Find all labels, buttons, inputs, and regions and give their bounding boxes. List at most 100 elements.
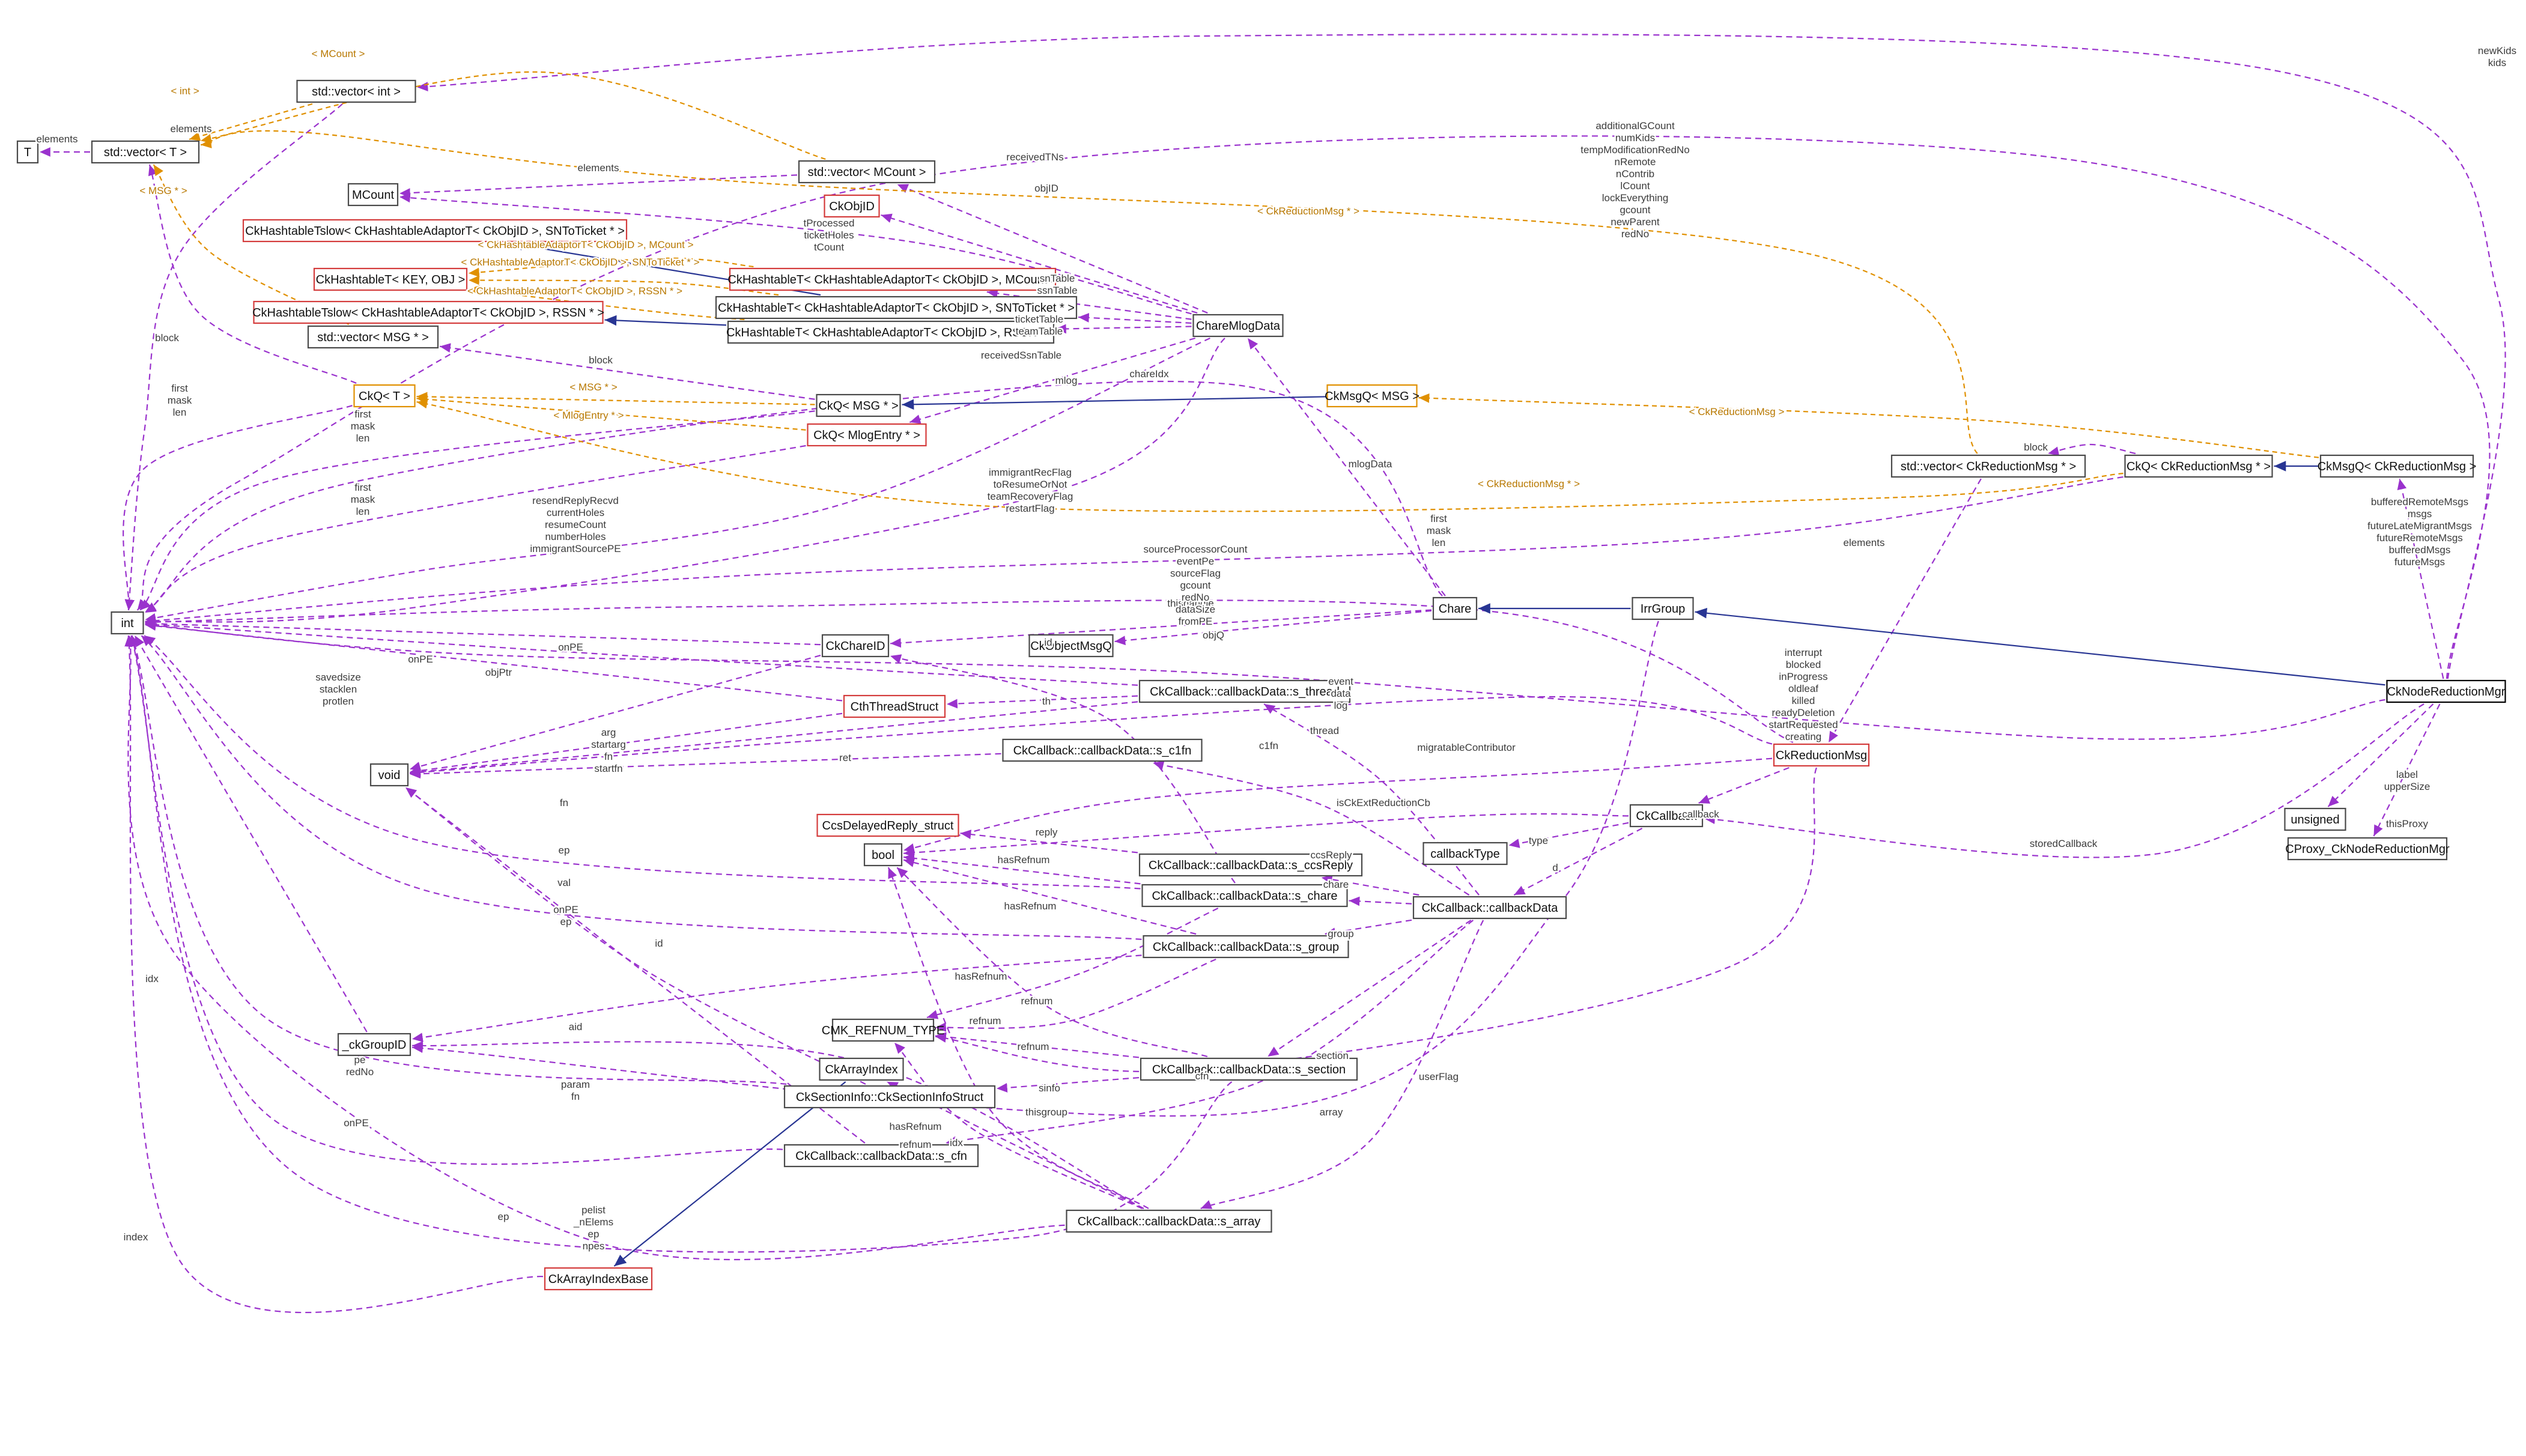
node-box[interactable] (1002, 738, 1203, 762)
node-Chare[interactable]: Chare (1432, 596, 1478, 620)
node-htslowSNT[interactable]: CkHashtableTslow< CkHashtableAdaptorT< C… (242, 219, 628, 243)
node-box[interactable] (353, 384, 416, 408)
node-IrrGroup[interactable]: IrrGroup (1632, 596, 1694, 620)
node-box[interactable] (369, 763, 409, 787)
node-vecMCount[interactable]: std::vector< MCount > (798, 160, 936, 184)
node-box[interactable] (843, 694, 946, 718)
node-box[interactable] (1890, 454, 2086, 478)
node-box[interactable] (2124, 454, 2273, 478)
node-box[interactable] (296, 79, 416, 103)
node-box[interactable] (1028, 634, 1114, 658)
node-ChareMlogData[interactable]: ChareMlogData (1192, 314, 1284, 338)
node-box[interactable] (242, 219, 628, 243)
node-box[interactable] (1143, 935, 1349, 959)
node-box[interactable] (798, 160, 936, 184)
node-void[interactable]: void (369, 763, 409, 787)
node-ckqCkRed[interactable]: CkQ< CkReductionMsg * > (2124, 454, 2273, 478)
node-CkObjID[interactable]: CkObjID (824, 194, 880, 218)
node-box[interactable] (16, 140, 39, 164)
node-box[interactable] (111, 611, 144, 635)
node-vecInt[interactable]: std::vector< int > (296, 79, 416, 103)
node-unsigned[interactable]: unsigned (2284, 807, 2346, 831)
node-box[interactable] (307, 325, 439, 349)
node-ckqMSG[interactable]: CkQ< MSG * > (816, 393, 901, 417)
node-box[interactable] (831, 1018, 935, 1042)
node-box[interactable] (2319, 454, 2474, 478)
node-bool[interactable]: bool (863, 843, 903, 867)
node-ckGroupID[interactable]: _ckGroupID (337, 1033, 411, 1057)
node-MCount[interactable]: MCount (347, 183, 399, 207)
node-box[interactable] (2284, 807, 2346, 831)
node-box[interactable] (1422, 842, 1508, 866)
node-sChare[interactable]: CkCallback::callbackData::s_chare (1141, 884, 1348, 908)
node-sC1fn[interactable]: CkCallback::callbackData::s_c1fn (1002, 738, 1203, 762)
node-box[interactable] (783, 1085, 996, 1109)
node-vecMSG[interactable]: std::vector< MSG * > (307, 325, 439, 349)
node-CkCallback[interactable]: CkCallback (1629, 804, 1704, 828)
node-box[interactable] (727, 320, 1055, 344)
node-CProxy[interactable]: CProxy_CkNodeReductionMgr (2285, 837, 2450, 861)
node-box[interactable] (1326, 384, 1418, 408)
node-htMCount[interactable]: CkHashtableT< CkHashtableAdaptorT< CkObj… (727, 267, 1058, 291)
node-T[interactable]: T (16, 140, 39, 164)
node-box[interactable] (807, 423, 927, 447)
node-box[interactable] (2287, 837, 2448, 861)
node-REFNUM[interactable]: CMK_REFNUM_TYPE (822, 1018, 944, 1042)
node-vecT[interactable]: std::vector< T > (91, 140, 200, 164)
node-sCcsReply[interactable]: CkCallback::callbackData::s_ccsReply (1138, 853, 1363, 877)
node-ckqT[interactable]: CkQ< T > (353, 384, 416, 408)
node-box[interactable] (1632, 596, 1694, 620)
node-box[interactable] (1140, 1057, 1358, 1081)
node-box[interactable] (1629, 804, 1704, 828)
node-CthThreadStruct[interactable]: CthThreadStruct (843, 694, 946, 718)
node-box[interactable] (824, 194, 880, 218)
node-htSNT[interactable]: CkHashtableT< CkHashtableAdaptorT< CkObj… (715, 296, 1078, 320)
node-box[interactable] (2386, 679, 2506, 703)
node-vecCkRed[interactable]: std::vector< CkReductionMsg * > (1890, 454, 2086, 478)
node-CkObjectMsgQ[interactable]: CkObjectMsgQ (1028, 634, 1114, 658)
node-callbackData[interactable]: CkCallback::callbackData (1412, 896, 1567, 920)
node-htslowRSSN[interactable]: CkHashtableTslow< CkHashtableAdaptorT< C… (252, 300, 604, 324)
node-box[interactable] (337, 1033, 411, 1057)
node-htKeyObj[interactable]: CkHashtableT< KEY, OBJ > (313, 267, 468, 291)
node-box[interactable] (1138, 853, 1363, 877)
node-int[interactable]: int (111, 611, 144, 635)
node-box[interactable] (91, 140, 200, 164)
node-ckqMlog[interactable]: CkQ< MlogEntry * > (807, 423, 927, 447)
node-sGroup[interactable]: CkCallback::callbackData::s_group (1143, 935, 1349, 959)
node-box[interactable] (816, 813, 959, 837)
node-box[interactable] (821, 634, 890, 658)
node-box[interactable] (1412, 896, 1567, 920)
node-ckmsgqMSG[interactable]: CkMsgQ< MSG > (1325, 384, 1419, 408)
node-sThread[interactable]: CkCallback::callbackData::s_thread (1138, 679, 1351, 703)
node-ckmsgqCkRed[interactable]: CkMsgQ< CkReductionMsg > (2318, 454, 2477, 478)
node-htRSSN[interactable]: CkHashtableT< CkHashtableAdaptorT< CkObj… (726, 320, 1055, 344)
node-box[interactable] (1192, 314, 1284, 338)
node-box[interactable] (347, 183, 399, 207)
node-box[interactable] (783, 1144, 979, 1168)
node-box[interactable] (715, 296, 1078, 320)
node-box[interactable] (1066, 1209, 1272, 1233)
node-sSection[interactable]: CkCallback::callbackData::s_section (1140, 1057, 1358, 1081)
node-box[interactable] (1138, 679, 1351, 703)
node-box[interactable] (313, 267, 468, 291)
node-box[interactable] (729, 267, 1057, 291)
node-CkSectionInfoStruct[interactable]: CkSectionInfo::CkSectionInfoStruct (783, 1085, 996, 1109)
node-box[interactable] (816, 393, 901, 417)
node-box[interactable] (863, 843, 903, 867)
node-box[interactable] (1773, 743, 1870, 767)
node-CcsDelayedReply[interactable]: CcsDelayedReply_struct (816, 813, 959, 837)
node-CkNodeReductionMgr[interactable]: CkNodeReductionMgr (2386, 679, 2506, 703)
node-box[interactable] (1432, 596, 1478, 620)
node-CkChareID[interactable]: CkChareID (821, 634, 890, 658)
node-callbackType[interactable]: callbackType (1422, 842, 1508, 866)
node-CkArrayIndex[interactable]: CkArrayIndex (819, 1057, 904, 1081)
node-box[interactable] (819, 1057, 904, 1081)
node-box[interactable] (1141, 884, 1348, 908)
node-box[interactable] (544, 1267, 653, 1291)
node-CkReductionMsg[interactable]: CkReductionMsg (1773, 743, 1870, 767)
node-CkArrayIndexBase[interactable]: CkArrayIndexBase (544, 1267, 653, 1291)
node-sCfn[interactable]: CkCallback::callbackData::s_cfn (783, 1144, 979, 1168)
node-sArray[interactable]: CkCallback::callbackData::s_array (1066, 1209, 1272, 1233)
node-box[interactable] (253, 300, 604, 324)
